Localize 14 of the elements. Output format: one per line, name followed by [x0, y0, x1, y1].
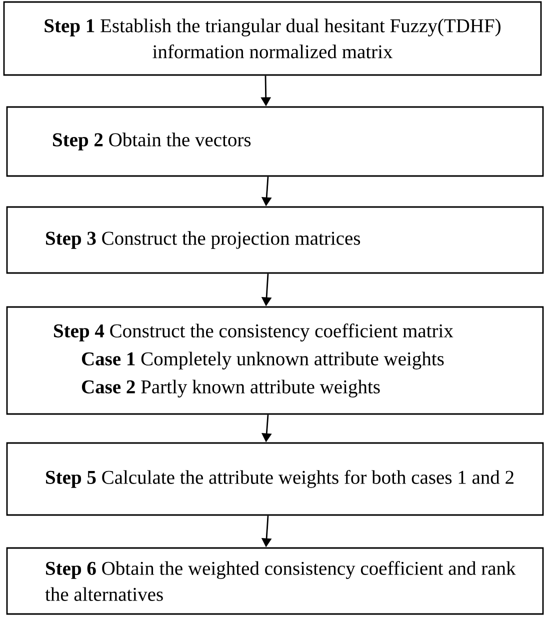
process-box — [6, 306, 544, 415]
process-box — [3, 1, 542, 76]
step-text: Step 3 Construct the projection matrices — [46, 231, 360, 249]
step-text: Step 4 Construct the consistency coefficient matrix — [54, 324, 454, 342]
step-text: Step 5 Calculate the attribute weights for both cases 1 and 2 — [46, 470, 514, 488]
process-box — [6, 442, 544, 516]
case-text: Case 2 Partly known attribute weights — [82, 380, 380, 398]
case-text: Case 1 Completely unknown attribute weights — [82, 352, 444, 370]
step-text: Step 6 Obtain the weighted consistency coefficient and rank the alternatives — [45, 561, 516, 601]
step-text: Step 1 Establish the triangular dual hesitant Fuzzy(TDHF) information normalized matrix — [44, 18, 500, 58]
step-text: Step 2 Obtain the vectors — [53, 132, 251, 150]
process-box — [6, 106, 544, 177]
process-box — [6, 206, 544, 274]
process-box — [6, 547, 544, 615]
